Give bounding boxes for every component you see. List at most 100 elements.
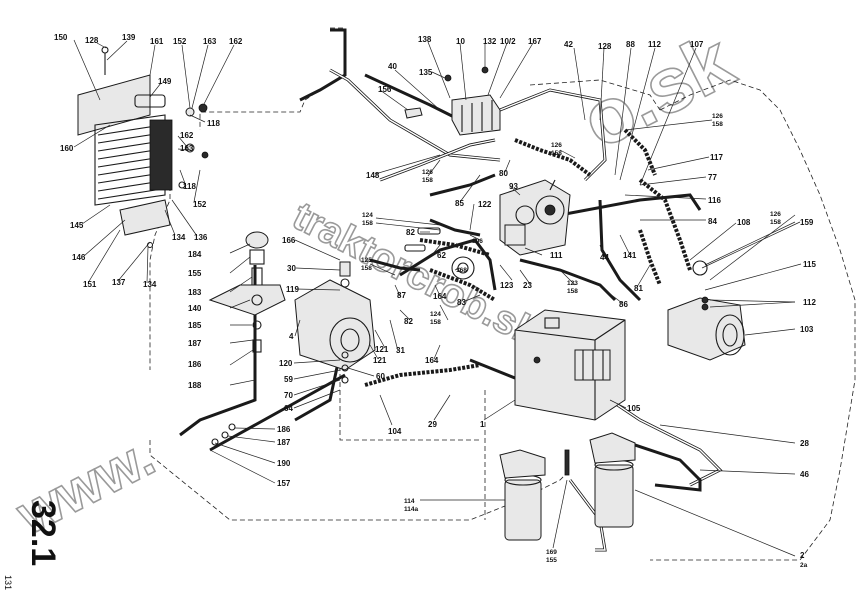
callout-42: 42 xyxy=(564,40,573,49)
callout-128: 128 xyxy=(85,36,99,45)
callout-85: 85 xyxy=(455,199,464,208)
callout-123: 123 xyxy=(500,281,514,290)
callout-120: 120 xyxy=(279,359,293,368)
callout-163-b: 163 xyxy=(180,144,194,153)
callout-112-b: 112 xyxy=(803,298,816,307)
callout-121: 121 xyxy=(375,345,389,354)
callout-2a: 2a xyxy=(800,562,808,569)
callout-labels: 150 128 139 161 149 152 163 162 118 162 … xyxy=(54,33,816,569)
callout-124-b: 124 xyxy=(430,311,441,318)
callout-126-b: 126 xyxy=(551,142,562,149)
callout-121-b: 121 xyxy=(373,356,387,365)
hydraulic-motor xyxy=(667,260,746,361)
callout-185: 185 xyxy=(188,321,202,330)
callout-123-b: 123 xyxy=(567,280,578,287)
callout-106: 106 xyxy=(472,238,483,245)
callout-105: 105 xyxy=(627,404,641,413)
callout-119: 119 xyxy=(286,285,299,294)
callout-118-b: 118 xyxy=(183,182,196,191)
callout-164: 164 xyxy=(433,292,447,301)
callout-103: 103 xyxy=(800,325,814,334)
callout-136: 136 xyxy=(194,233,208,242)
section-code: 32.1 xyxy=(24,500,62,566)
callout-114a: 114a xyxy=(404,506,418,513)
callout-108: 108 xyxy=(737,218,751,227)
callout-2: 2 xyxy=(800,551,805,560)
callout-158: 158 xyxy=(422,177,433,184)
callout-135: 135 xyxy=(419,68,433,77)
callout-125: 125 xyxy=(361,257,372,264)
leader-lines xyxy=(73,39,802,557)
callout-187-b: 187 xyxy=(277,438,291,447)
callout-87: 87 xyxy=(397,291,406,300)
callout-93: 93 xyxy=(509,182,518,191)
callout-161: 161 xyxy=(150,37,164,46)
callout-29: 29 xyxy=(428,420,437,429)
oil-tank xyxy=(514,309,626,421)
callout-164-b: 164 xyxy=(425,356,439,365)
callout-167: 167 xyxy=(528,37,542,46)
callout-151: 151 xyxy=(83,280,97,289)
callout-126-d: 126 xyxy=(770,211,781,218)
callout-158-h: 158 xyxy=(430,319,441,326)
callout-30: 30 xyxy=(287,264,296,273)
callout-122: 122 xyxy=(478,200,492,209)
assembly-boundary xyxy=(149,27,856,561)
callout-145: 145 xyxy=(70,221,84,230)
callout-132: 132 xyxy=(483,37,497,46)
callout-149: 149 xyxy=(158,77,172,86)
callout-159: 159 xyxy=(800,218,814,227)
callout-107: 107 xyxy=(690,40,704,49)
callout-81: 81 xyxy=(634,284,643,293)
callout-59: 59 xyxy=(284,375,293,384)
callout-150: 150 xyxy=(54,33,68,42)
callout-111: 111 xyxy=(550,251,563,260)
callout-10: 10 xyxy=(456,37,465,46)
callout-116: 116 xyxy=(708,196,721,205)
callout-4: 4 xyxy=(289,332,294,341)
callout-148: 148 xyxy=(366,171,380,180)
callout-134-b: 134 xyxy=(143,280,157,289)
callout-64: 64 xyxy=(284,404,293,413)
callout-44: 44 xyxy=(600,253,609,262)
callout-84: 84 xyxy=(708,217,717,226)
callout-157: 157 xyxy=(277,479,291,488)
callout-160: 160 xyxy=(60,144,74,153)
page-number: 131 xyxy=(3,575,13,590)
callout-146: 146 xyxy=(72,253,86,262)
callout-112: 112 xyxy=(648,40,661,49)
callout-126: 126 xyxy=(422,169,433,176)
callout-134: 134 xyxy=(172,233,186,242)
callout-23: 23 xyxy=(523,281,532,290)
callout-31: 31 xyxy=(396,346,405,355)
callout-162-b: 162 xyxy=(180,131,194,140)
callout-156: 156 xyxy=(378,85,392,94)
callout-86: 86 xyxy=(619,300,628,309)
callout-183: 183 xyxy=(188,288,202,297)
callout-88: 88 xyxy=(626,40,635,49)
callout-114: 114 xyxy=(404,498,415,505)
callout-158-b: 158 xyxy=(551,150,562,157)
callout-138: 138 xyxy=(418,35,432,44)
callout-163: 163 xyxy=(203,37,217,46)
callout-46: 46 xyxy=(800,470,809,479)
callout-158-d: 158 xyxy=(770,219,781,226)
callout-140: 140 xyxy=(188,304,202,313)
callout-10-2: 10/2 xyxy=(500,37,516,46)
callout-155-b: 155 xyxy=(546,557,557,564)
callout-1: 1 xyxy=(480,420,485,429)
callout-115: 115 xyxy=(803,260,816,269)
callout-168: 168 xyxy=(456,267,467,274)
callout-126-c: 126 xyxy=(712,113,723,120)
callout-40: 40 xyxy=(388,62,397,71)
callout-80: 80 xyxy=(499,169,508,178)
callout-128-b: 128 xyxy=(598,42,612,51)
callout-186: 186 xyxy=(188,360,202,369)
callout-83: 83 xyxy=(457,298,466,307)
callout-152: 152 xyxy=(173,37,187,46)
callout-186-b: 186 xyxy=(277,425,291,434)
callout-77: 77 xyxy=(708,173,717,182)
callout-117: 117 xyxy=(710,153,723,162)
filter-stack xyxy=(208,231,286,446)
